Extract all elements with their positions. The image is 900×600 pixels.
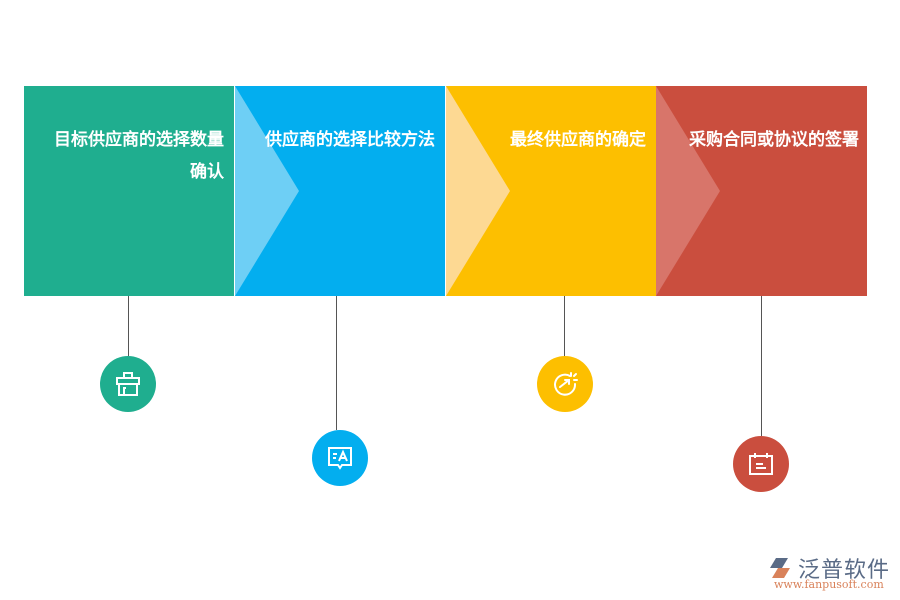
- logo-url: www.fanpusoft.com: [774, 578, 884, 591]
- step-2-title-line1: 供应商的选择比较方法: [265, 130, 435, 150]
- step-4-icon-circle: [733, 436, 789, 492]
- step-4-title-line1: 采购合同或协议的签署: [689, 130, 859, 150]
- step-1-icon-circle: [100, 356, 156, 412]
- connector-line-4: [761, 296, 762, 436]
- step-3-block: 最终供应商的确定: [446, 86, 656, 296]
- connector-line-2: [336, 296, 337, 430]
- step-3-title: 最终供应商的确定: [510, 124, 646, 156]
- brand-logo: 泛普软件 www.fanpusoft.com: [768, 552, 898, 596]
- step-4-title: 采购合同或协议的签署: [689, 124, 859, 156]
- step-3-title-line1: 最终供应商的确定: [510, 130, 646, 150]
- chevron-arrow-icon: [235, 86, 299, 296]
- step-3-icon-circle: [537, 356, 593, 412]
- chevron-arrow-icon: [656, 86, 720, 296]
- step-1-title-line1: 目标供应商的选择数量: [54, 130, 224, 150]
- step-1-title: 目标供应商的选择数量 确认: [54, 124, 224, 188]
- chevron-arrow-icon: [446, 86, 510, 296]
- step-2-block: 供应商的选择比较方法: [235, 86, 445, 296]
- step-1-block: 目标供应商的选择数量 确认: [24, 86, 234, 296]
- connector-line-3: [564, 296, 565, 356]
- step-4-block: 采购合同或协议的签署: [656, 86, 867, 296]
- fanpu-logo-icon: [770, 558, 790, 578]
- target-growth-icon: [554, 372, 578, 396]
- translate-chat-icon: [328, 447, 352, 470]
- step-2-title: 供应商的选择比较方法: [265, 124, 435, 156]
- toolbox-icon: [116, 372, 140, 396]
- step-2-icon-circle: [312, 430, 368, 486]
- connector-line-1: [128, 296, 129, 356]
- calendar-icon: [749, 453, 773, 475]
- logo-name: 泛普软件: [798, 558, 891, 583]
- step-1-title-line2: 确认: [190, 162, 224, 182]
